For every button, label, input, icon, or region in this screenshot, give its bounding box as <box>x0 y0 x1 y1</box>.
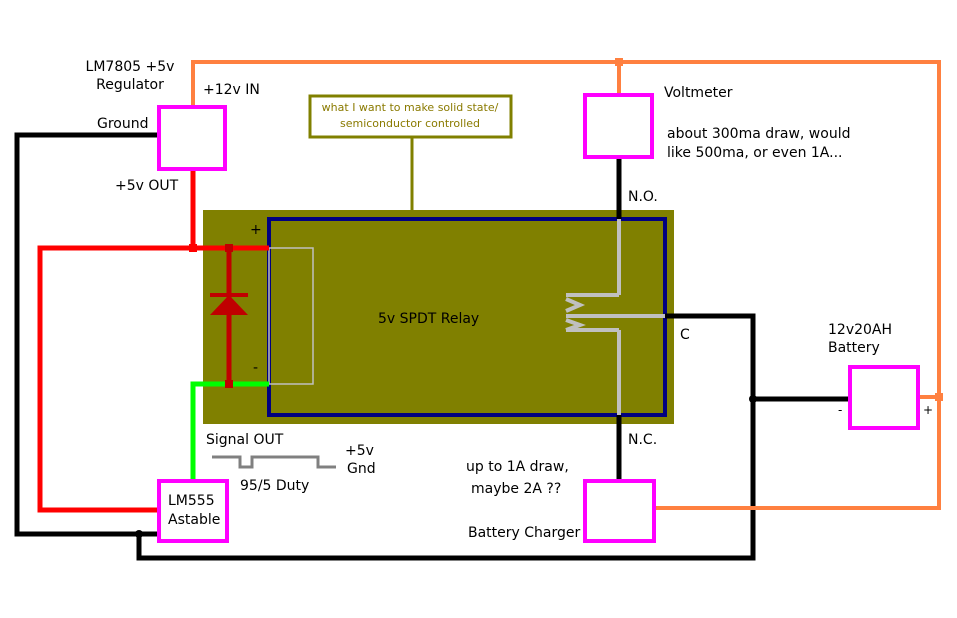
pulse-waveform <box>212 455 336 469</box>
regulator-box <box>157 105 227 171</box>
timer-box <box>157 479 229 543</box>
battery-plus-label: + <box>923 403 933 417</box>
timer-label-line1: LM555 <box>168 493 215 509</box>
voltmeter-note-line2: like 500ma, or even 1A... <box>667 145 843 161</box>
relay-coil-inner <box>268 247 314 385</box>
battery-box <box>848 365 920 430</box>
note-box <box>308 94 513 139</box>
charger-box <box>583 479 656 543</box>
regulator-out-label: +5v OUT <box>115 178 179 194</box>
timer-signal-label: Signal OUT <box>206 432 284 448</box>
relay-nc-label: N.C. <box>628 432 657 448</box>
regulator-label-line2: Regulator <box>96 77 164 93</box>
flyback-diode <box>210 244 248 388</box>
battery-minus-label: - <box>838 403 842 417</box>
relay-label: 5v SPDT Relay <box>378 311 479 327</box>
relay-no-label: N.O. <box>628 189 658 205</box>
note-line2: semiconductor controlled <box>340 117 480 130</box>
voltmeter-note-line1: about 300ma draw, would <box>667 126 850 142</box>
voltmeter-label: Voltmeter <box>664 85 733 101</box>
ground-wires <box>14 132 850 561</box>
regulator-label-line1: LM7805 +5v <box>86 59 175 75</box>
ground-junction-dot <box>135 530 143 538</box>
5v-wires <box>37 169 269 513</box>
voltmeter-box <box>583 93 654 159</box>
12v-junction-dot-battery <box>935 393 943 401</box>
timer-label-line2: Astable <box>168 512 220 528</box>
battery-label-line1: 12v20AH <box>828 322 892 338</box>
5v-junction-dot <box>189 244 197 252</box>
charger-note-line2: maybe 2A ?? <box>471 481 561 497</box>
timer-duty-label: 95/5 Duty <box>240 478 309 494</box>
charger-label: Battery Charger <box>468 525 581 541</box>
charger-note-line1: up to 1A draw, <box>466 459 569 475</box>
relay-c-label: C <box>680 327 690 343</box>
note-line1: what I want to make solid state/ <box>322 101 499 114</box>
signal-wire <box>190 381 269 481</box>
relay-contacts <box>565 219 665 415</box>
common-junction-dot <box>749 395 757 403</box>
timer-low-label: Gnd <box>347 461 376 477</box>
regulator-in-label: +12v IN <box>203 82 260 98</box>
battery-label-line2: Battery <box>828 340 880 356</box>
timer-high-label: +5v <box>345 443 374 459</box>
relay-minus-label: - <box>253 360 258 376</box>
regulator-ground-label: Ground <box>97 116 149 132</box>
12v-junction-dot-top <box>615 58 623 66</box>
relay-plus-label: + <box>250 222 262 238</box>
